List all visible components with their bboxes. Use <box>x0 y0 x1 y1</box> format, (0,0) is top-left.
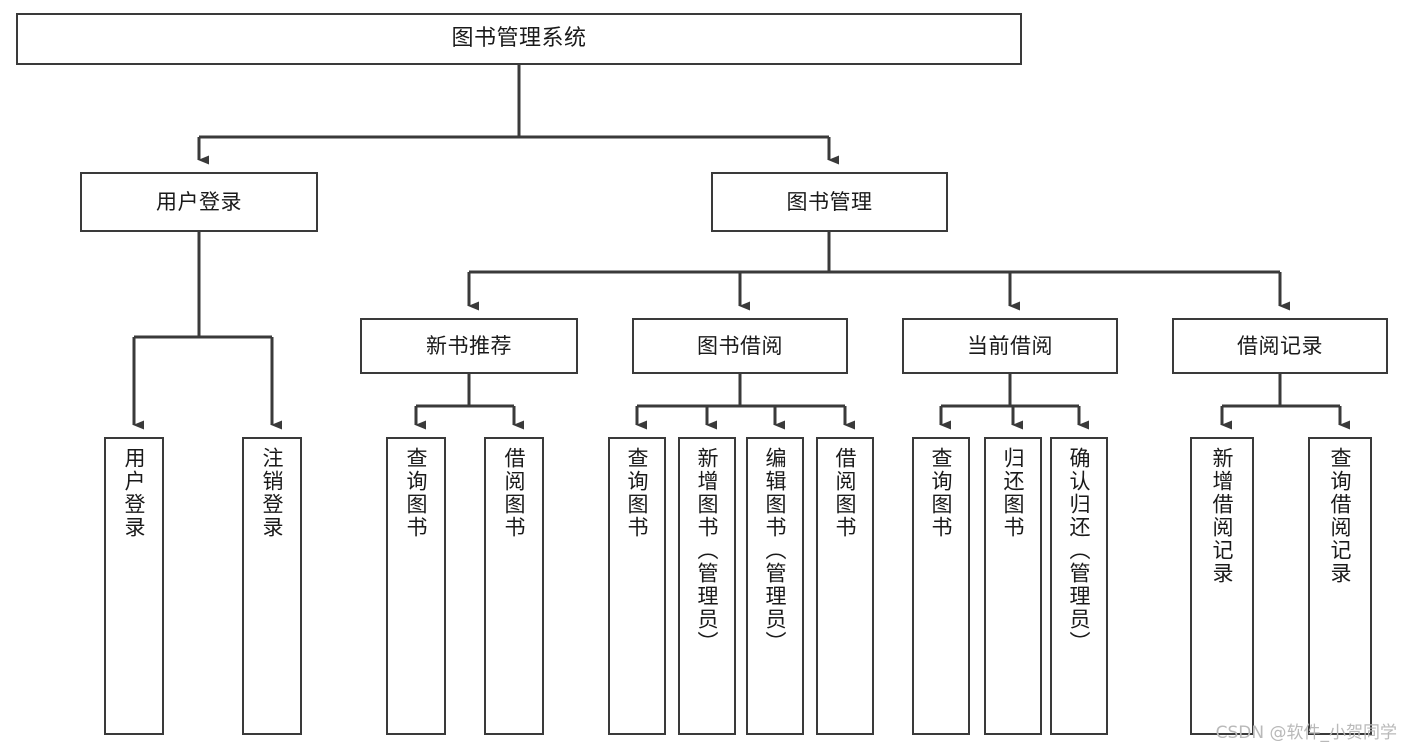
node-current[interactable]: 当前借阅 <box>902 318 1118 374</box>
node-label: 图书管理系统 <box>451 26 587 52</box>
node-label: 借阅记录 <box>1237 333 1323 358</box>
node-label: 用户登录 <box>122 447 147 539</box>
node-label: 查询图书 <box>929 447 954 539</box>
node-leaf-logout[interactable]: 注销登录 <box>242 437 302 735</box>
node-label: 新增借阅记录 <box>1210 447 1235 585</box>
node-label: 新书推荐 <box>426 333 512 358</box>
node-leaf-nb-borrow[interactable]: 借阅图书 <box>484 437 544 735</box>
node-label: 确认归还（管理员） <box>1067 447 1092 654</box>
node-leaf-b-edit[interactable]: 编辑图书（管理员） <box>746 437 804 735</box>
node-label: 查询图书 <box>625 447 650 539</box>
node-label: 当前借阅 <box>967 333 1053 358</box>
node-leaf-login[interactable]: 用户登录 <box>104 437 164 735</box>
node-label: 新增图书（管理员） <box>695 447 720 654</box>
node-leaf-nb-query[interactable]: 查询图书 <box>386 437 446 735</box>
node-leaf-b-borrow[interactable]: 借阅图书 <box>816 437 874 735</box>
node-label: 编辑图书（管理员） <box>763 447 788 654</box>
node-label: 查询借阅记录 <box>1328 447 1353 585</box>
node-borrow[interactable]: 图书借阅 <box>632 318 848 374</box>
node-leaf-b-add[interactable]: 新增图书（管理员） <box>678 437 736 735</box>
node-leaf-r-add[interactable]: 新增借阅记录 <box>1190 437 1254 735</box>
watermark: CSDN @软件_小贺同学 <box>1215 723 1397 743</box>
node-label: 用户登录 <box>156 189 242 214</box>
node-label: 图书管理 <box>786 189 873 214</box>
node-label: 借阅图书 <box>833 447 858 539</box>
node-newbook[interactable]: 新书推荐 <box>360 318 578 374</box>
node-label: 图书借阅 <box>697 333 783 358</box>
node-records[interactable]: 借阅记录 <box>1172 318 1388 374</box>
node-label: 查询图书 <box>404 447 429 539</box>
node-bookmgmt[interactable]: 图书管理 <box>711 172 948 232</box>
node-root[interactable]: 图书管理系统 <box>16 13 1022 65</box>
node-leaf-c-return[interactable]: 归还图书 <box>984 437 1042 735</box>
node-leaf-r-query[interactable]: 查询借阅记录 <box>1308 437 1372 735</box>
node-label: 借阅图书 <box>502 447 527 539</box>
node-label: 注销登录 <box>260 447 285 539</box>
node-login[interactable]: 用户登录 <box>80 172 318 232</box>
node-leaf-c-confirm[interactable]: 确认归还（管理员） <box>1050 437 1108 735</box>
node-label: 归还图书 <box>1001 447 1026 539</box>
node-leaf-c-query[interactable]: 查询图书 <box>912 437 970 735</box>
node-leaf-b-query[interactable]: 查询图书 <box>608 437 666 735</box>
